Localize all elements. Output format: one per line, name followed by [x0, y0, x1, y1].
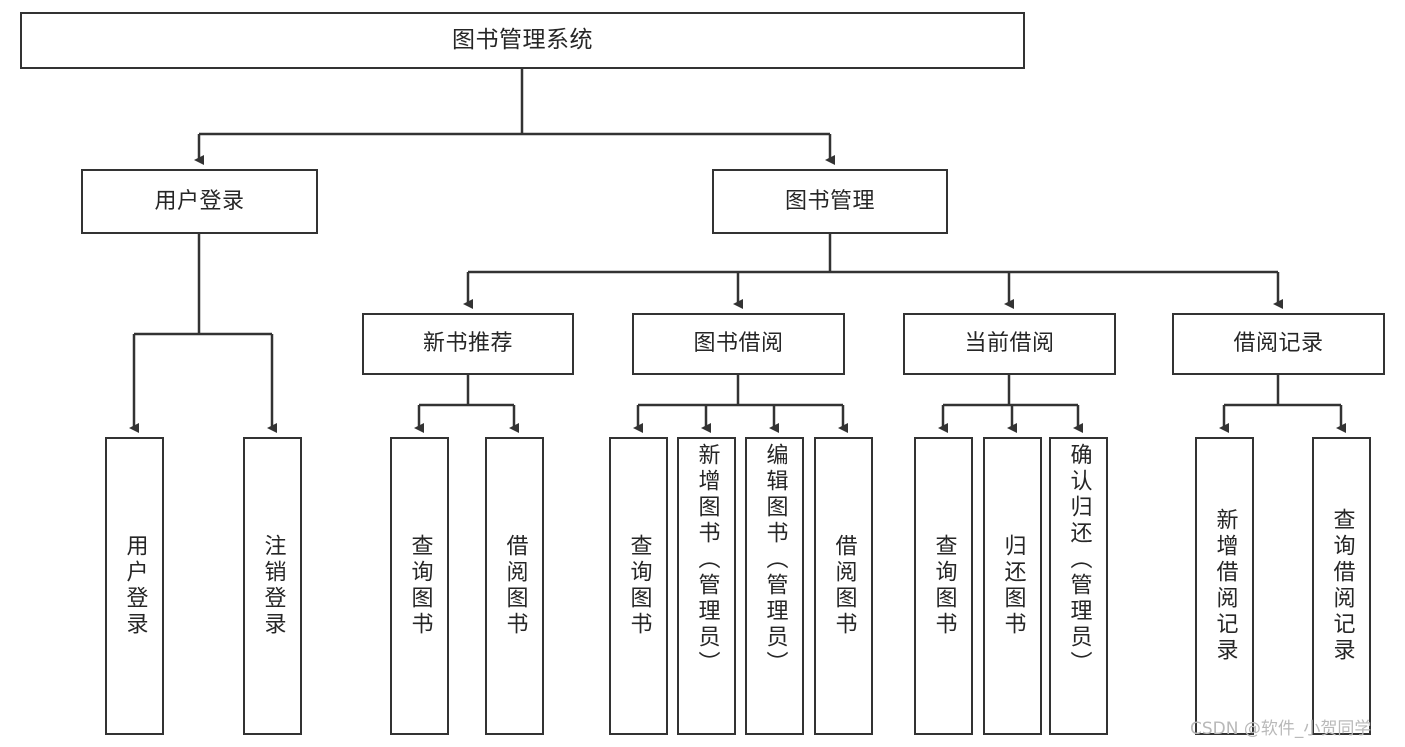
node-root-system[interactable]: 图书管理系统	[20, 12, 1025, 69]
node-leaf-query-book-borrow[interactable]: 查询图书	[609, 437, 668, 735]
node-leaf-edit-book[interactable]: 编辑图书（管理员）	[745, 437, 804, 735]
node-leaf-query-book-new[interactable]: 查询图书	[390, 437, 449, 735]
node-current-borrow[interactable]: 当前借阅	[903, 313, 1116, 375]
node-label: 新书推荐	[422, 331, 513, 357]
node-leaf-query-book-current[interactable]: 查询图书	[914, 437, 973, 735]
node-label: 查询图书	[931, 534, 957, 638]
node-book-manage[interactable]: 图书管理	[712, 169, 948, 234]
node-label: 图书管理系统	[452, 27, 593, 54]
node-label: 图书管理	[784, 188, 875, 214]
node-label: 借阅图书	[502, 534, 528, 638]
node-label: 编辑图书（管理员）	[762, 443, 788, 677]
node-label: 查询图书	[626, 534, 652, 638]
node-label: 查询图书	[407, 534, 433, 638]
node-leaf-user-login[interactable]: 用户登录	[105, 437, 164, 735]
node-book-borrow[interactable]: 图书借阅	[632, 313, 845, 375]
node-label: 当前借阅	[964, 331, 1055, 357]
node-label: 借阅图书	[831, 534, 857, 638]
node-label: 借阅记录	[1233, 331, 1324, 357]
node-label: 确认归还（管理员）	[1066, 443, 1092, 677]
node-new-book-recommend[interactable]: 新书推荐	[362, 313, 574, 375]
node-leaf-return-book[interactable]: 归还图书	[983, 437, 1042, 735]
node-label: 用户登录	[122, 534, 148, 638]
node-label: 新增借阅记录	[1212, 508, 1238, 664]
node-leaf-borrow-book-new[interactable]: 借阅图书	[485, 437, 544, 735]
node-leaf-query-record[interactable]: 查询借阅记录	[1312, 437, 1371, 735]
node-label: 查询借阅记录	[1329, 508, 1355, 664]
node-label: 新增图书（管理员）	[694, 443, 720, 677]
watermark-text: CSDN @软件_小贺同学	[1190, 719, 1372, 739]
node-borrow-record[interactable]: 借阅记录	[1172, 313, 1385, 375]
node-leaf-add-record[interactable]: 新增借阅记录	[1195, 437, 1254, 735]
node-label: 用户登录	[154, 188, 245, 214]
node-leaf-borrow-book-borrow[interactable]: 借阅图书	[814, 437, 873, 735]
node-leaf-logout[interactable]: 注销登录	[243, 437, 302, 735]
node-leaf-add-book[interactable]: 新增图书（管理员）	[677, 437, 736, 735]
node-label: 归还图书	[1000, 534, 1026, 638]
node-user-login[interactable]: 用户登录	[81, 169, 318, 234]
node-label: 图书借阅	[693, 331, 784, 357]
node-label: 注销登录	[260, 534, 286, 638]
node-leaf-confirm-return[interactable]: 确认归还（管理员）	[1049, 437, 1108, 735]
